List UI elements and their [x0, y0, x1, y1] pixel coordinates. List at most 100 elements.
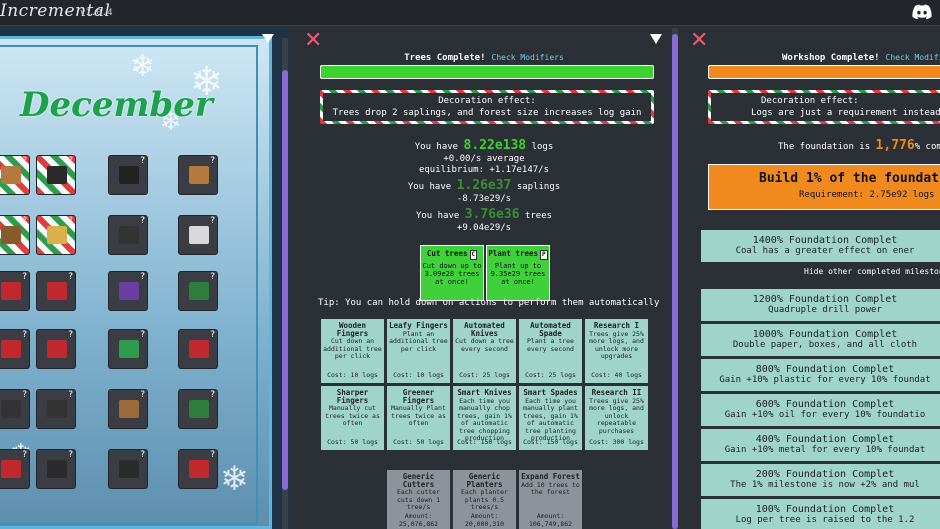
tile-unknown-mark: ?	[140, 156, 145, 166]
collapse-triangle-icon[interactable]	[650, 34, 662, 44]
upgrade-cost: Cost: 40 logs	[591, 370, 642, 379]
repeatable-desc: Add 10 trees to the forest	[521, 480, 580, 496]
advent-scroll-thumb[interactable]	[282, 70, 288, 490]
milestone-desc: Quadruple drill power	[768, 305, 882, 315]
advent-tile[interactable]: ?	[0, 215, 30, 255]
snowflake-icon: ❄	[190, 59, 224, 105]
cut-trees-desc: Cut down up to 3.09e28 trees at once!	[422, 262, 482, 286]
milestone-title: 1400% Foundation Complet	[752, 235, 898, 246]
repeatable-amount: Amount: 106,749,862	[528, 512, 573, 528]
advent-inner-border	[0, 45, 258, 525]
upgrade-desc: Manually cut trees twice as often	[325, 404, 380, 427]
advent-tile[interactable]: ?	[108, 389, 148, 429]
advent-tile[interactable]: ?	[108, 215, 148, 255]
upgrade-title: Sharper Fingers	[336, 388, 369, 405]
workshop-decoration-box: Decoration effect: Logs are just a requi…	[708, 90, 940, 124]
advent-tile[interactable]: ?	[0, 271, 30, 311]
workshop-progress-bar	[708, 65, 940, 79]
upgrade-cost: Cost: 150 logs	[523, 437, 578, 446]
advent-tile[interactable]: ?	[36, 155, 76, 195]
advent-tile[interactable]: ?	[0, 449, 30, 489]
gift-icon	[189, 340, 209, 358]
collapse-triangle-icon[interactable]	[262, 34, 274, 43]
advent-tile[interactable]: ?	[0, 329, 30, 369]
tile-unknown-mark: ?	[210, 390, 215, 400]
discord-icon[interactable]	[912, 4, 932, 20]
tile-unknown-mark: ?	[140, 330, 145, 340]
advent-tile[interactable]: ?	[178, 389, 218, 429]
logs-rate: +0.00/s average	[443, 154, 525, 164]
decoration-effect-box: Decoration effect: Trees drop 2 saplings…	[320, 90, 654, 124]
trees-value: 3.76e36	[464, 207, 520, 222]
close-icon[interactable]: ✕	[690, 28, 709, 53]
upgrade-title: Research II	[591, 388, 642, 397]
tile-unknown-mark: ?	[140, 390, 145, 400]
tile-unknown-mark: ?	[22, 390, 27, 400]
advent-tile[interactable]: ?	[36, 215, 76, 255]
upgrade-cost: Cost: 300 logs	[589, 437, 644, 446]
trees-scroll-thumb[interactable]	[672, 34, 678, 529]
upgrade-title: Greener Fingers	[402, 388, 435, 405]
advent-tile[interactable]: ?	[36, 329, 76, 369]
advent-tile[interactable]: ?	[0, 389, 30, 429]
milestone-title: 400% Foundation Complet	[755, 434, 895, 445]
advent-tile[interactable]: ?	[178, 329, 218, 369]
gift-icon	[1, 340, 21, 358]
check-modifiers-link[interactable]: Check Modifiers	[491, 53, 564, 62]
advent-tile[interactable]: ?	[108, 449, 148, 489]
foundation-post: % com	[914, 142, 940, 152]
app-version: v1.0.4	[80, 8, 113, 18]
advent-tile[interactable]: ?	[108, 329, 148, 369]
advent-tile[interactable]: ?	[36, 449, 76, 489]
check-modifiers-link[interactable]: Check Modifiers	[885, 53, 940, 62]
logs-count: You have 8.22e138 logs	[298, 138, 670, 153]
tile-unknown-mark: ?	[140, 272, 145, 282]
upgrade-desc: Each time you manually plant trees, gain…	[523, 396, 578, 442]
milestone-title: 1200% Foundation Complet	[752, 294, 898, 305]
advent-tile[interactable]: ?	[178, 271, 218, 311]
repeatable-title: Generic Cutters	[402, 472, 435, 489]
advent-tile[interactable]: ?	[178, 449, 218, 489]
advent-tile[interactable]: ?	[108, 155, 148, 195]
upgrade-cost: Cost: 50 logs	[327, 437, 378, 446]
hide-milestones-toggle[interactable]: Hide other completed milestones	[804, 267, 940, 276]
advent-tile[interactable]: ?	[108, 271, 148, 311]
foundation-value: 1,776	[875, 138, 915, 153]
gift-icon	[119, 460, 139, 478]
build-foundation-button[interactable]: Build 1% of the foundat Requirement: 2.7…	[708, 164, 940, 210]
upgrade-cost: Cost: 10 logs	[393, 370, 444, 379]
upgrade-cost: Cost: 25 logs	[459, 370, 510, 379]
cut-key: C	[469, 250, 478, 260]
tile-unknown-mark: ?	[140, 216, 145, 226]
upgrade-desc: Trees give 25% more logs, and unlock rep…	[589, 396, 644, 435]
milestone-desc: Log per tree is raised to the 1.2	[735, 515, 915, 525]
close-icon[interactable]: ✕	[304, 28, 323, 53]
advent-tile[interactable]: ?	[36, 389, 76, 429]
advent-tile[interactable]: ?	[178, 215, 218, 255]
milestone-desc: Double paper, boxes, and all cloth	[732, 340, 918, 350]
upgrade-cost: Cost: 25 logs	[525, 370, 576, 379]
advent-tile[interactable]: ?	[0, 155, 30, 195]
advent-tile[interactable]: ?	[36, 271, 76, 311]
workshop-decoration-title: Decoration effect:	[761, 96, 859, 106]
advent-tile[interactable]: ?	[178, 155, 218, 195]
advent-calendar-panel: ❄ ❄ ❄ ❄ ❄ December ?????????????????????…	[0, 28, 290, 529]
cut-trees-title: Cut trees	[426, 249, 468, 258]
